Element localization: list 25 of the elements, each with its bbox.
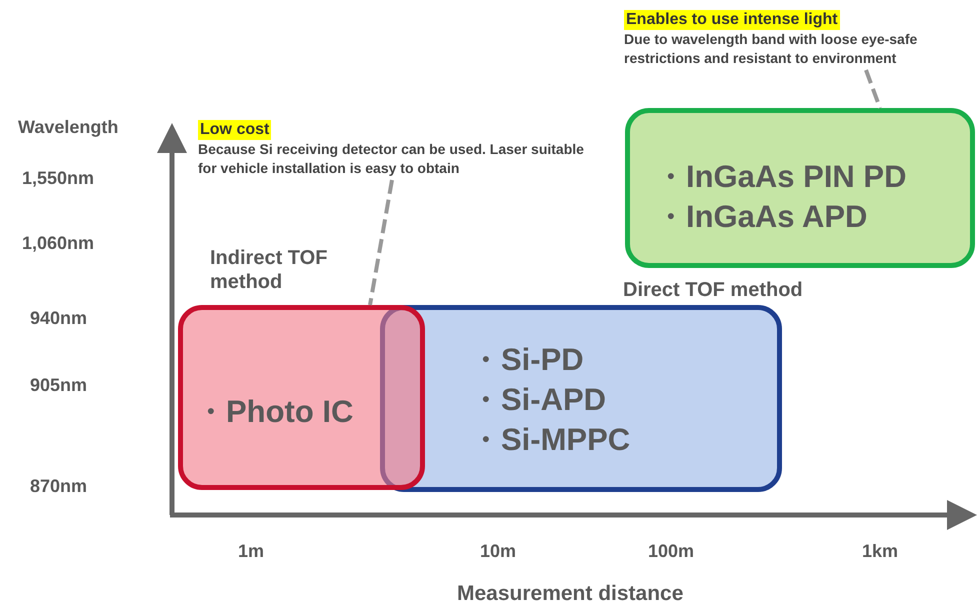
group-heading: Indirect TOF method xyxy=(210,246,328,294)
group-heading: Direct TOF method xyxy=(623,278,804,302)
list-item: ・Photo IC xyxy=(195,393,354,431)
tick-label: 1,550nm xyxy=(22,168,94,189)
tick-label: 10m xyxy=(480,541,516,562)
tick-label: 1m xyxy=(238,541,264,562)
leader-line xyxy=(864,69,882,109)
list-item: ・Si-MPPC xyxy=(470,421,630,459)
list-item: ・Si-APD xyxy=(470,381,608,419)
tick-label: 100m xyxy=(648,541,694,562)
leader-line xyxy=(368,180,394,306)
note-text: Because Si receiving detector can be used. Laser suitable for vehicle installation is easy to obtain xyxy=(198,140,585,178)
tick-label: 1,060nm xyxy=(22,233,94,254)
tick-label: 1km xyxy=(862,541,898,562)
tick-label: 870nm xyxy=(30,476,88,497)
list-item: ・InGaAs PIN PD xyxy=(655,158,906,196)
axis-title: Measurement distance xyxy=(457,582,684,603)
note-text: Due to wavelength band with loose eye-safe restrictions and resistant to environment xyxy=(624,30,918,68)
tick-label: 940nm xyxy=(30,308,88,329)
highlighted-heading: Low cost xyxy=(198,120,272,140)
highlighted-heading: Enables to use intense light xyxy=(624,10,840,30)
tick-label: 905nm xyxy=(30,375,88,396)
axis-title: Wavelength xyxy=(18,117,118,138)
list-item: ・Si-PD xyxy=(470,341,585,379)
list-item: ・InGaAs APD xyxy=(655,198,868,236)
